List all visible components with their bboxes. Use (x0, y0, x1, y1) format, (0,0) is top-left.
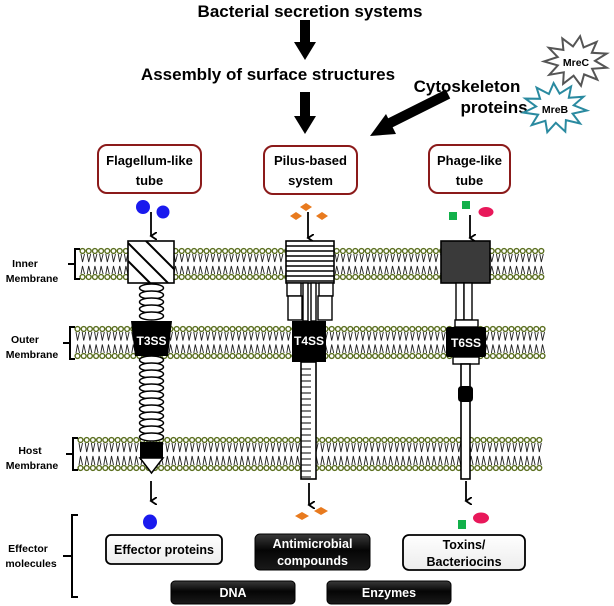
effector-box-enzymes: Enzymes (326, 580, 452, 605)
t6ss-label: T6SS (451, 336, 481, 350)
mrec-label: MreC (563, 57, 590, 69)
system-box-pilus: Pilus-based system (263, 145, 358, 195)
effector-group-label: Effector molecules (5, 514, 78, 598)
system-box-phage: Phage-like tube (428, 144, 511, 194)
t4ss-label: T4SS (294, 334, 324, 348)
effector-label-text: molecules (5, 558, 57, 570)
diagram-title: Bacterial secretion systems (198, 2, 423, 21)
system-box-label: tube (136, 173, 163, 188)
effector-blue-circle (143, 514, 157, 530)
t4ss-core-complex (286, 282, 334, 322)
effector-box-antimicrobial-compounds: Antimicrobial compounds (254, 533, 371, 571)
mreb-star-icon: MreB (520, 80, 591, 135)
effector-label-text: Effector (8, 543, 48, 555)
membrane-label-outer: Outer Membrane (6, 326, 75, 361)
t6ss-tube (460, 363, 471, 480)
membrane-label-inner: Inner Membrane (6, 248, 80, 285)
t6ss-baseplate (440, 240, 491, 284)
t6ss-membrane-complex (446, 327, 486, 357)
t4ss-structure: T4SS (285, 240, 335, 480)
membrane-label-host: Host Membrane (6, 437, 78, 472)
t3ss-tip (138, 457, 165, 475)
diagonal-arrow-thick (370, 89, 451, 136)
membrane-label-text: Host (18, 445, 42, 457)
lipid-bilayer (77, 436, 543, 472)
membrane-label-text: Membrane (6, 273, 59, 285)
mreb-label: MreB (542, 104, 569, 116)
effector-box-label: compounds (277, 554, 348, 568)
membrane-label-text: Outer (11, 334, 39, 346)
cytoskeleton-label-line2: proteins (460, 98, 527, 117)
down-arrow-thick (294, 92, 316, 134)
t4ss-pilus (300, 361, 317, 480)
effector-green-pink (458, 512, 489, 529)
membrane-label-text: Membrane (6, 349, 59, 361)
membrane-label-text: Membrane (6, 460, 59, 472)
t6ss-sheath (455, 282, 465, 321)
effector-box-label: DNA (219, 586, 246, 600)
t4ss-secretin (292, 321, 326, 362)
effector-orange-diamonds (295, 507, 328, 520)
system-box-label: Pilus-based (274, 153, 347, 168)
coil-segment (138, 432, 165, 442)
system-box-label: system (288, 173, 333, 188)
coil-segment (138, 311, 165, 321)
cargo-blue-circles (136, 200, 170, 219)
system-box-label: tube (456, 173, 483, 188)
effector-box-label: Bacteriocins (426, 555, 501, 569)
mrec-star-icon: MreC (540, 33, 611, 88)
t6ss-spike (458, 386, 473, 402)
t3ss-structure: T3SS (127, 240, 175, 475)
t4ss-inner-stripes (286, 245, 334, 282)
effector-box-label: Effector proteins (114, 543, 214, 557)
t6ss-structure: T6SS (440, 240, 491, 480)
effector-box-label: Enzymes (362, 586, 416, 600)
t3ss-needle-coils (138, 355, 165, 442)
t4ss-pilus-ticks (301, 368, 311, 478)
t4ss-inner-base (285, 240, 335, 284)
t6ss-sheath (463, 282, 473, 321)
effector-box-effector-proteins: Effector proteins (105, 534, 223, 565)
effector-box-label: Antimicrobial (273, 537, 353, 551)
effector-box-toxins-bacteriocins: Toxins/ Bacteriocins (402, 534, 526, 571)
cytoskeleton-label-line1: Cytoskeleton (414, 77, 521, 96)
t3ss-rod-coils (138, 283, 165, 321)
down-arrow-thick (294, 20, 316, 60)
t3ss-tip-base (140, 442, 163, 460)
cargo-green-squares-pink-oval (449, 201, 494, 220)
t3ss-label: T3SS (136, 334, 166, 348)
system-box-label: Phage-like (437, 153, 502, 168)
membrane-label-text: Inner (12, 258, 38, 270)
system-box-label: Flagellum-like (106, 153, 193, 168)
cargo-orange-diamonds (290, 203, 328, 220)
effector-box-dna: DNA (170, 580, 296, 605)
system-box-flagellum: Flagellum-like tube (97, 144, 202, 194)
effector-box-label: Toxins/ (443, 538, 486, 552)
t3ss-inner-base (127, 240, 175, 284)
diagram-subtitle: Assembly of surface structures (141, 65, 395, 84)
t3ss-secretin (131, 321, 172, 356)
